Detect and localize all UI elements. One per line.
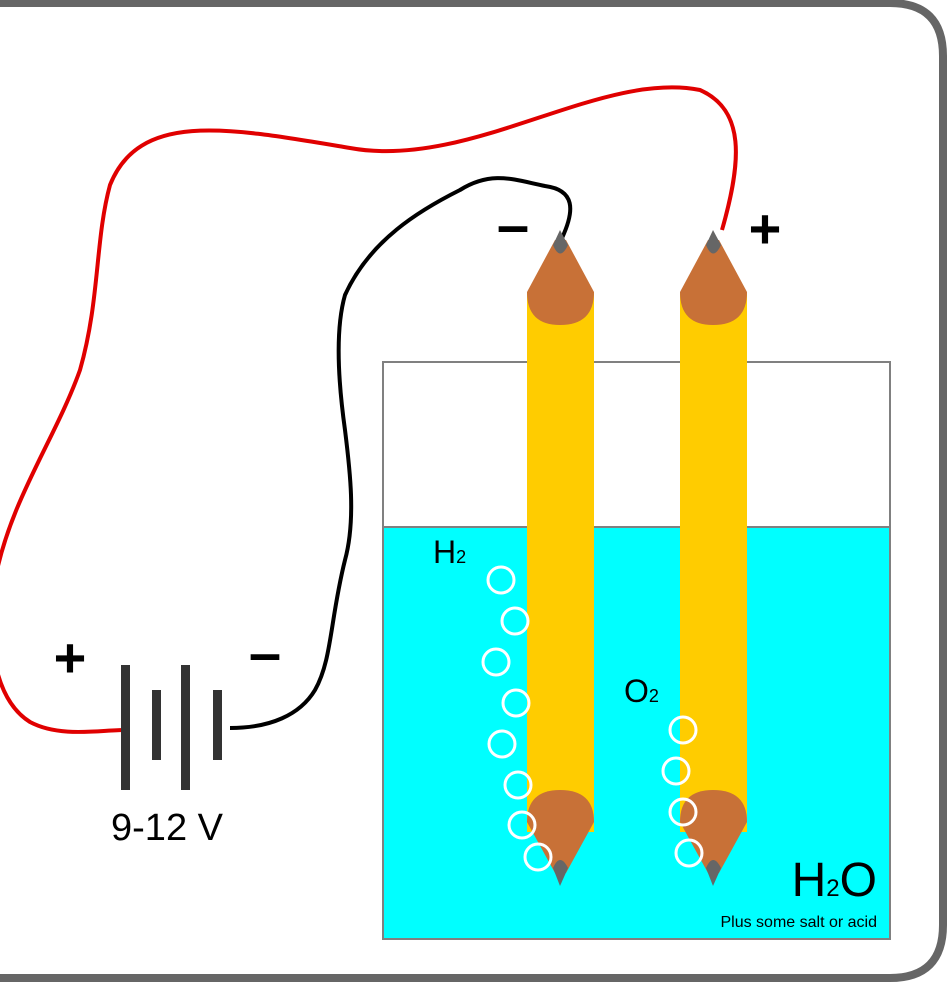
hydrogen-bubble xyxy=(481,647,511,677)
cathode-minus-sign: – xyxy=(497,193,529,258)
hydrogen-bubble xyxy=(503,770,533,800)
battery-plate xyxy=(121,665,130,790)
oxygen-symbol: O xyxy=(624,673,649,709)
cathode-top-lead xyxy=(553,230,568,254)
anode-pencil-body xyxy=(680,292,747,832)
battery-plate xyxy=(152,690,161,760)
oxygen-label: O2 xyxy=(624,673,659,709)
water-formula-suffix: O xyxy=(840,854,877,907)
water-formula-subscript: 2 xyxy=(826,875,839,902)
hydrogen-bubble xyxy=(507,810,537,840)
anode-top-wood xyxy=(680,240,747,325)
voltage-label: 9-12 V xyxy=(111,807,224,849)
oxygen-bubble xyxy=(661,756,691,786)
oxygen-bubble xyxy=(668,797,698,827)
cathode-pencil xyxy=(527,230,594,886)
cathode-bottom-wood xyxy=(527,790,594,873)
oxygen-bubbles xyxy=(661,715,704,868)
hydrogen-bubbles xyxy=(481,565,553,872)
anode-pencil xyxy=(680,230,747,886)
hydrogen-bubble xyxy=(487,729,517,759)
battery-plus-sign: + xyxy=(54,626,87,689)
battery-minus-sign: – xyxy=(249,621,281,686)
hydrogen-symbol: H xyxy=(433,534,456,570)
oxygen-subscript: 2 xyxy=(649,686,659,706)
water-note: Plus some salt or acid xyxy=(720,914,877,931)
water xyxy=(383,527,890,939)
container-outline xyxy=(382,361,891,940)
hydrogen-bubble xyxy=(500,606,530,636)
oxygen-bubble xyxy=(674,838,704,868)
water-formula: H2O xyxy=(792,854,877,907)
battery xyxy=(121,665,222,790)
positive-wire xyxy=(0,85,738,734)
anode-top-lead xyxy=(706,230,721,254)
hydrogen-bubble xyxy=(523,842,553,872)
hydrogen-bubble xyxy=(486,565,516,595)
anode-plus-sign: + xyxy=(749,197,782,260)
hydrogen-subscript: 2 xyxy=(456,547,466,567)
battery-plate xyxy=(213,690,222,760)
container-air xyxy=(383,362,890,527)
anode-bottom-lead xyxy=(706,860,721,886)
water-formula-prefix: H xyxy=(792,854,827,907)
cathode-bottom-lead xyxy=(553,860,568,886)
hydrogen-label: H2 xyxy=(433,534,466,570)
hydrogen-bubble xyxy=(501,688,531,718)
battery-plate xyxy=(181,665,190,790)
negative-wire xyxy=(229,176,573,730)
cathode-top-wood xyxy=(527,240,594,325)
oxygen-bubble xyxy=(668,715,698,745)
cathode-pencil-body xyxy=(527,292,594,832)
